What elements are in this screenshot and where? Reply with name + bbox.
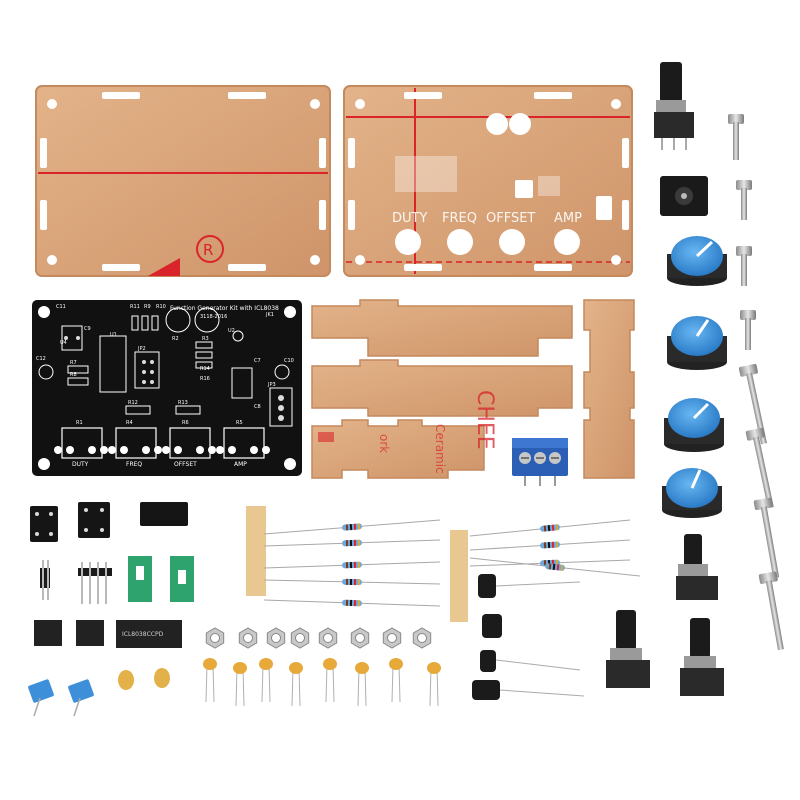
ceramic-capacitor (389, 658, 403, 703)
pcb-designator: JK1 (265, 312, 274, 318)
pcb-designator: R10 (156, 304, 166, 310)
panel-label-duty: DUTY (392, 211, 427, 226)
panel-label-amp: AMP (554, 211, 582, 226)
pcb-designator: U4 (60, 340, 67, 346)
resistor (263, 519, 441, 535)
knob-group (662, 236, 727, 518)
svg-text:R: R (203, 241, 213, 259)
dc-jack (660, 176, 708, 216)
pcb-designator: R3 (202, 336, 209, 342)
pcb-pot-footprints (61, 427, 265, 459)
potentiometer-top (654, 62, 694, 150)
pcb-designator: C7 (254, 358, 261, 364)
panel-label-offset: OFFSET (486, 211, 535, 226)
resistor (263, 561, 441, 569)
panel-label-freq: FREQ (442, 211, 477, 226)
trimmers (28, 679, 94, 717)
ic-sockets (30, 502, 188, 542)
ceramic-capacitors (203, 658, 441, 707)
pcb-designator: JP3 (267, 382, 276, 388)
pcb-designator: C9 (84, 326, 91, 332)
pcb-designator: C12 (36, 356, 46, 362)
hex-nut (382, 627, 402, 649)
hex-nut (290, 627, 310, 649)
jumper-blocks (128, 556, 194, 602)
resistor (263, 599, 441, 607)
tape-text-2: Ceramic (433, 424, 447, 474)
potentiometer-bottom-right (680, 618, 724, 696)
logo-mark-icon (196, 235, 224, 263)
hex-nut (350, 627, 370, 649)
resistors (263, 519, 641, 607)
chip-label: ICL8038CCPD (122, 631, 164, 638)
pcb-designator: C8 (254, 404, 261, 410)
resistor-tape (246, 506, 468, 622)
pcb-designator: R7 (70, 360, 77, 366)
pcb-label-duty: DUTY (72, 461, 89, 468)
pcb-label-offset: OFFSET (174, 461, 197, 468)
ceramic-capacitor (355, 662, 369, 707)
pcb-designator: R12 (128, 400, 138, 406)
hex-nut (412, 627, 432, 649)
screws-short (728, 114, 756, 350)
pcb-date: 3118-2016 (200, 314, 227, 320)
large-ceramic-caps (118, 668, 170, 690)
pcb-label-amp: AMP (234, 461, 247, 468)
pcb-designator: R1 (76, 420, 83, 426)
pcb-designator: R5 (236, 420, 243, 426)
hex-nut (238, 627, 258, 649)
pcb-title: Function Generator Kit with ICL8038 (170, 305, 279, 312)
hex-nut (205, 627, 225, 649)
pcb-designator: R2 (172, 336, 179, 342)
resistor (263, 578, 441, 586)
pcb-designator: U1 (110, 332, 117, 338)
pcb-designator: C11 (56, 304, 66, 310)
acrylic-spacers (311, 299, 635, 479)
pin-headers (40, 560, 112, 604)
pcb-designator: C10 (284, 358, 294, 364)
pcb-designator: U2 (228, 328, 235, 334)
acrylic-panel-bottom: R (35, 85, 331, 277)
pcb-designator: R8 (70, 372, 77, 378)
pcb-designator: R13 (178, 400, 188, 406)
pcb-label-freq: FREQ (126, 461, 142, 468)
knob-4 (662, 468, 722, 518)
electrolytic-caps (472, 574, 585, 700)
acrylic-panel-top: DUTY FREQ OFFSET AMP (343, 85, 633, 277)
ceramic-capacitor (233, 662, 247, 707)
pcb-designator: R16 (200, 376, 210, 382)
resistor (469, 519, 631, 537)
ceramic-capacitor (427, 662, 441, 707)
ceramic-capacitor (289, 662, 303, 707)
knob-1 (667, 236, 727, 286)
ceramic-capacitor (203, 658, 217, 703)
pcb-designator: R4 (126, 420, 133, 426)
pcb-board: Function Generator Kit with ICL8038 3118… (32, 300, 302, 476)
resistor (469, 539, 631, 551)
knob-2 (667, 316, 727, 370)
hex-nut (318, 627, 338, 649)
tape-text-3: ork (377, 434, 391, 453)
pcb-designator: R14 (200, 366, 210, 372)
knob-3 (664, 398, 724, 452)
screw-terminal (512, 438, 568, 486)
tape-text-1: CHEE (472, 390, 497, 450)
hex-nut (266, 627, 286, 649)
ceramic-capacitor (259, 658, 273, 703)
pcb-designator: R9 (144, 304, 151, 310)
potentiometer-bottom-left (606, 610, 650, 688)
resistor (469, 557, 641, 577)
screws-long (738, 363, 784, 651)
hex-nuts (205, 627, 432, 649)
resistor (263, 539, 441, 547)
pcb-designator: R6 (182, 420, 189, 426)
pcb-designator: R11 (130, 304, 140, 310)
small-ics: ICL8038CCPD (34, 620, 182, 648)
pcb-designator: JP2 (137, 346, 146, 352)
potentiometer-middle (676, 534, 718, 600)
ceramic-capacitor (323, 658, 337, 703)
